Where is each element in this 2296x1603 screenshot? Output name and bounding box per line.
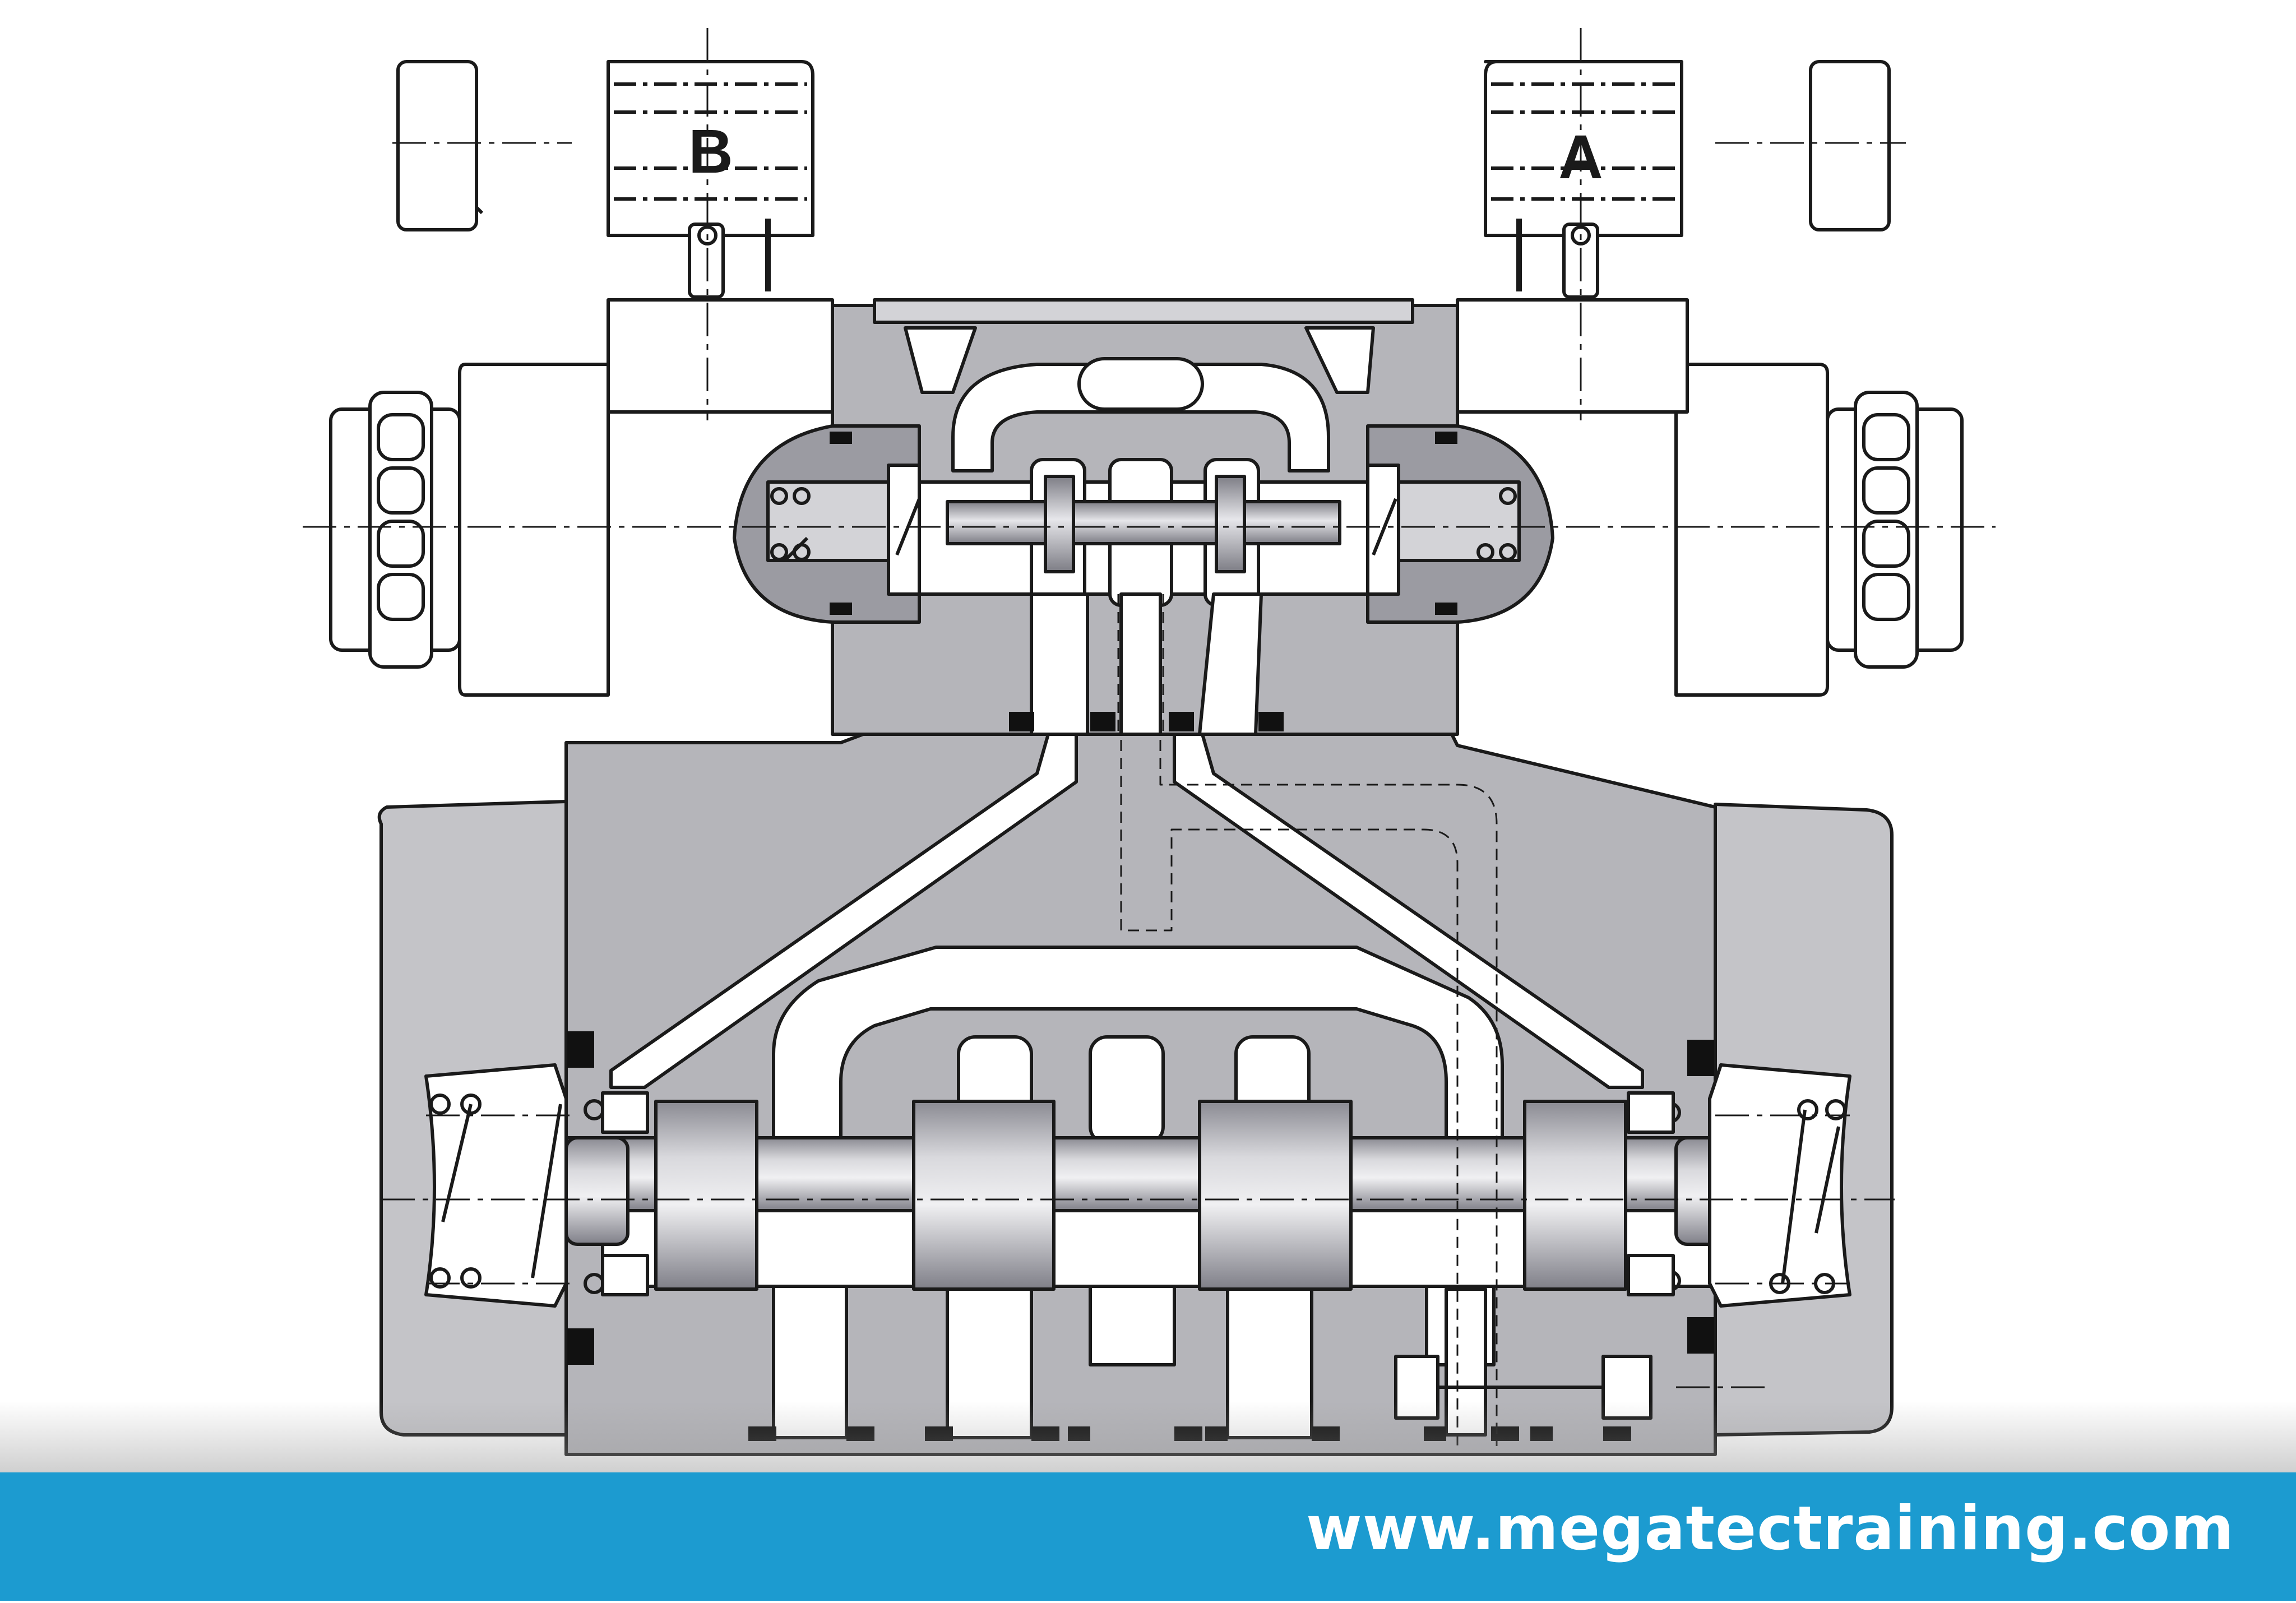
pilot-left-nut [329, 391, 461, 669]
pilot-top-right-slot [1304, 326, 1375, 394]
main-spool [564, 1100, 1745, 1291]
connector-a [1484, 60, 1891, 299]
pilot-left-solenoid-body [458, 363, 610, 697]
plug-right [1601, 1355, 1652, 1420]
pilot-passage-right [1173, 733, 1644, 1089]
hidden-passages [1117, 594, 1498, 1446]
port-below-1 [772, 1285, 848, 1439]
website-link[interactable]: www.megatectraining.com [1306, 1494, 2234, 1564]
pilot-bottom-seals [830, 432, 1457, 731]
connector-right-base [1456, 298, 1689, 414]
pilot-spool [946, 475, 1341, 573]
chamber-top-2 [1089, 1035, 1165, 1145]
side-seals [567, 1031, 1714, 1365]
connector-b [396, 60, 814, 299]
pilot-top-cover [873, 298, 1414, 324]
pilot-upper-arch [951, 363, 1330, 472]
main-left-spring [424, 1063, 649, 1308]
pilot-passage-left [609, 733, 1078, 1089]
port-below-2 [946, 1285, 1033, 1439]
pilot-right-solenoid-body [1674, 363, 1829, 697]
port-below-3 [1089, 1285, 1176, 1366]
pilot-top-left-slot [904, 326, 977, 394]
pilot-right-nut [1826, 391, 1964, 669]
solenoid-label-a: A [1558, 123, 1603, 192]
pilot-right-spring [1366, 464, 1521, 596]
solenoid-label-b: B [688, 117, 733, 186]
center-lines [303, 28, 1996, 1388]
pilot-down-right [1198, 592, 1263, 736]
bottom-seals [748, 1426, 1631, 1441]
pilot-down-center [1119, 592, 1162, 736]
footer-shadow [0, 1401, 2296, 1472]
pilot-down-left [1030, 592, 1089, 736]
pilot-top-oval [1077, 357, 1204, 411]
pilot-left-spring [766, 464, 921, 596]
footer-banner: www.megatectraining.com [0, 1472, 2296, 1601]
connector-left-base [607, 298, 834, 414]
port-below-4 [1226, 1285, 1313, 1439]
